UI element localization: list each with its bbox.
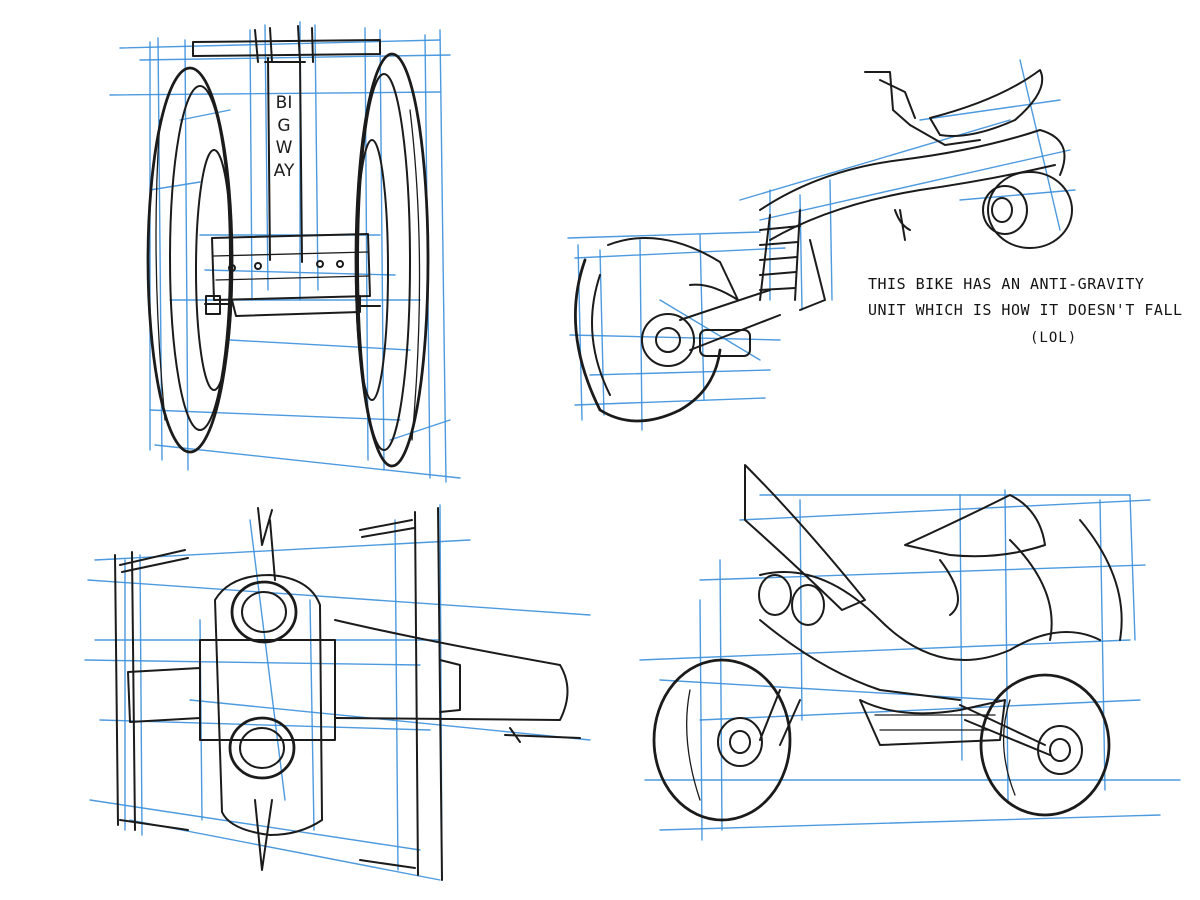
- flying-bike-ink: [573, 69, 1073, 423]
- trike-sketch: [639, 464, 1181, 841]
- segway-construction-lines: [109, 21, 461, 483]
- flying-bike-sketch: [567, 59, 1076, 431]
- flying-bike-note-line-2: UNIT WHICH IS HOW IT DOESN'T FALL: [868, 301, 1183, 319]
- top-view-vehicle-sketch: [84, 504, 591, 881]
- top-view-construction-lines: [84, 504, 591, 881]
- trike-ink: [652, 464, 1123, 822]
- segway-brand-label: BIGWAY: [273, 93, 295, 181]
- segway-ink: [146, 25, 430, 468]
- flying-bike-note-line-1: THIS BIKE HAS AN ANTI-GRAVITY: [868, 275, 1145, 293]
- segway-sketch: [109, 21, 461, 483]
- flying-bike-construction-lines: [567, 59, 1076, 431]
- flying-bike-note-aside: (LOL): [1030, 330, 1078, 346]
- top-view-ink: [114, 507, 581, 881]
